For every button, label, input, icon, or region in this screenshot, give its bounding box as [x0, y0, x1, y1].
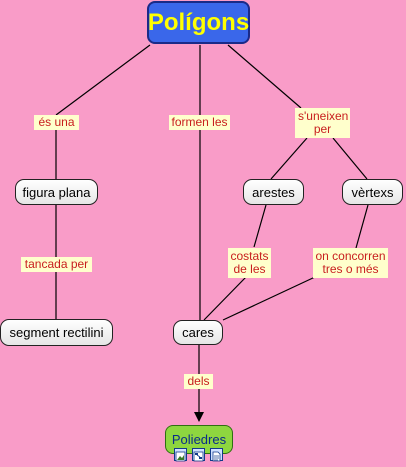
document-resource-icon[interactable] [210, 448, 223, 462]
link-label-formen-les: formen les [169, 115, 230, 130]
map-resource-icon[interactable] [192, 448, 205, 462]
link-label-es-una: és una [34, 115, 79, 130]
concept-segment-rectilini[interactable]: segment rectilini [0, 319, 113, 346]
concept-cares[interactable]: cares [173, 320, 223, 345]
link-label-suneixen-per: s'uneixen per [295, 108, 350, 138]
image-resource-icon[interactable] [174, 448, 187, 462]
link-label-dels: dels [184, 374, 213, 389]
resource-icons [174, 448, 228, 463]
link-label-on-concorren: on concorren tres o més [313, 248, 388, 278]
concept-figura-plana[interactable]: figura plana [15, 179, 98, 205]
concept-arestes[interactable]: arestes [243, 179, 304, 205]
link-label-costats-de-les: costats de les [228, 248, 271, 278]
link-label-tancada-per: tancada per [21, 257, 92, 272]
concept-vertexs[interactable]: vèrtexs [342, 179, 403, 205]
root-concept-poligons[interactable]: Polígons [147, 1, 250, 44]
